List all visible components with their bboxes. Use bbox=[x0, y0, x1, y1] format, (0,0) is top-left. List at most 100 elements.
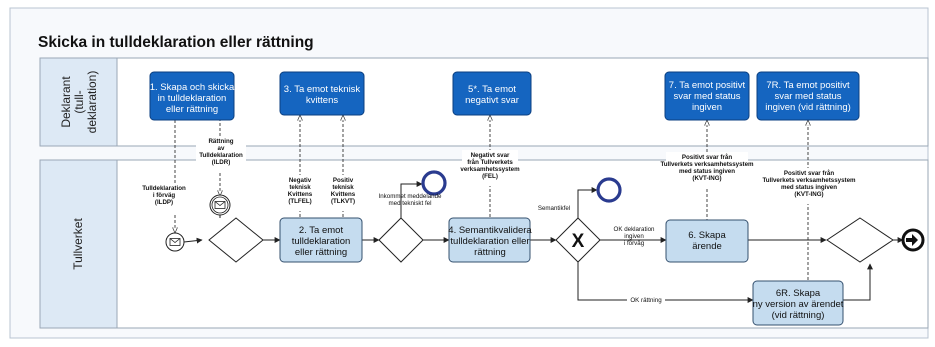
label-line: (ILDP) bbox=[155, 199, 173, 206]
task-label-line: eller rättning bbox=[295, 247, 347, 258]
sequence-flow bbox=[183, 237, 203, 244]
label-line: (TLKVT) bbox=[331, 198, 355, 205]
task-6-box[interactable] bbox=[665, 219, 749, 263]
flow-label-tekniskt-fel: Inkommet meddelande med tekniskt fel bbox=[379, 193, 443, 207]
lane-label-tullverket: Tullverket bbox=[71, 218, 85, 270]
label-line: från Tullverkets bbox=[467, 159, 513, 166]
label-line: OK deklaration bbox=[614, 226, 655, 233]
task-label-line: negativt svar bbox=[465, 95, 519, 106]
intermediate-event-ildr[interactable] bbox=[209, 194, 231, 216]
end-event-tekniskt-fel[interactable] bbox=[421, 170, 447, 196]
label-line: Inkommet meddelande bbox=[379, 193, 443, 200]
label-line: med status ingiven bbox=[781, 184, 837, 191]
label-line: Tullverkets verksamhetssystem bbox=[762, 177, 856, 184]
lane-label-line: deklaration) bbox=[85, 71, 99, 134]
label-line: Kvittens bbox=[331, 191, 356, 198]
label-line: (KVT-ING) bbox=[692, 175, 721, 182]
task-label-line: 6R. Skapa bbox=[776, 288, 821, 299]
task-7[interactable]: 7. Ta emot positivt svar med status ingi… bbox=[664, 71, 750, 121]
message-label-tlfel: Negativ teknisk Kvittens (TLFEL) bbox=[288, 177, 313, 205]
label-line: Positiv bbox=[333, 177, 354, 184]
gateway-1[interactable] bbox=[208, 217, 264, 263]
task-1-box[interactable] bbox=[149, 71, 235, 121]
task-3[interactable]: 3. Ta emot teknisk kvittens bbox=[279, 71, 365, 116]
task-7r-box[interactable] bbox=[756, 71, 860, 121]
gateway-x-symbol: X bbox=[572, 231, 585, 252]
task-7r[interactable]: 7R. Ta emot positivt svar med status ing… bbox=[756, 71, 860, 121]
task-label-line: ärende bbox=[692, 241, 722, 252]
label-line: Tulldeklaration bbox=[199, 152, 243, 159]
task-6r[interactable]: 6R. Skapa ny version av ärendet (vid rät… bbox=[752, 280, 844, 326]
task-3-box[interactable] bbox=[279, 71, 365, 116]
label-line: (FEL) bbox=[482, 173, 498, 180]
task-label-line: tulldeklaration eller bbox=[450, 236, 529, 247]
label-line: i förväg bbox=[153, 192, 176, 199]
label-line: teknisk bbox=[289, 184, 311, 191]
diagram-title: Skicka in tulldeklaration eller rättning bbox=[38, 34, 314, 51]
label-line: (TLFEL) bbox=[288, 198, 311, 205]
label-line: med tekniskt fel bbox=[389, 200, 432, 207]
task-label-line: 7. Ta emot positivt bbox=[669, 80, 746, 91]
label-line: verksamhetssystem bbox=[460, 166, 520, 173]
task-label-line: ingiven (vid rättning) bbox=[765, 102, 851, 113]
label-line: (KVT-ING) bbox=[794, 191, 823, 198]
label-bg bbox=[328, 175, 358, 211]
label-line: teknisk bbox=[332, 184, 354, 191]
task-label-line: eller rättning bbox=[166, 104, 218, 115]
end-event-final[interactable] bbox=[901, 228, 925, 252]
gateway-2[interactable] bbox=[378, 217, 424, 263]
task-label-line: 4. Semantikvalidera bbox=[448, 225, 532, 236]
message-label-kvt-ing-r: Positivt svar från Tullverkets verksamhe… bbox=[762, 170, 856, 198]
task-1[interactable]: 1. Skapa och skicka in tulldeklaration e… bbox=[149, 71, 235, 121]
task-2[interactable]: 2. Ta emot tulldeklaration eller rättnin… bbox=[279, 217, 363, 263]
sequence-flow-ok-rattning bbox=[577, 262, 754, 303]
flow-label-ok-rattning: OK rättning bbox=[630, 297, 662, 304]
sequence-flow bbox=[843, 263, 873, 301]
gateway-merge[interactable] bbox=[826, 217, 894, 263]
label-bg bbox=[627, 295, 665, 304]
label-line: i förväg bbox=[624, 240, 645, 247]
lane-label-line: Deklarant bbox=[59, 76, 73, 128]
task-label-line: ingiven bbox=[692, 102, 722, 113]
message-label-ildr: Rättning av Tulldeklaration (ILDR) bbox=[199, 138, 243, 166]
start-event-ildp[interactable] bbox=[165, 232, 185, 252]
task-label-line: 1. Skapa och skicka bbox=[150, 82, 235, 93]
task-4-box[interactable] bbox=[448, 217, 531, 263]
label-line: (ILDR) bbox=[212, 159, 231, 166]
label-bg bbox=[768, 168, 850, 204]
task-6r-box[interactable] bbox=[752, 280, 844, 326]
gateway-exclusive[interactable]: X bbox=[555, 217, 601, 263]
label-line: ingiven bbox=[624, 233, 644, 240]
task-6[interactable]: 6. Skapa ärende bbox=[665, 219, 749, 263]
label-bg bbox=[462, 150, 518, 186]
task-4[interactable]: 4. Semantikvalidera tulldeklaration elle… bbox=[448, 217, 532, 263]
sequence-flows bbox=[183, 181, 904, 303]
label-bg bbox=[144, 183, 186, 213]
task-5-box[interactable] bbox=[452, 71, 532, 116]
task-label-line: svar med status bbox=[774, 91, 841, 102]
label-line: Negativt svar bbox=[471, 152, 510, 159]
flow-label-ok-deklaration: OK deklaration ingiven i förväg bbox=[614, 226, 655, 247]
task-2-box[interactable] bbox=[279, 217, 363, 263]
message-label-fel: Negativt svar från Tullverkets verksamhe… bbox=[460, 152, 520, 180]
lane-label-deklarant: Deklarant (tull- deklaration) bbox=[59, 71, 99, 134]
task-label-line: rättning bbox=[474, 247, 506, 258]
task-5[interactable]: 5*. Ta emot negativt svar bbox=[452, 71, 532, 116]
label-line: Positivt svar från bbox=[784, 170, 834, 177]
sequence-flow-tekniskt-fel bbox=[400, 181, 423, 218]
task-label-line: svar med status bbox=[673, 91, 740, 102]
label-bg bbox=[285, 175, 315, 211]
label-bg bbox=[196, 136, 246, 172]
task-label-line: kvittens bbox=[306, 95, 338, 106]
label-line: Rättning bbox=[208, 138, 233, 145]
task-label-line: 3. Ta emot teknisk bbox=[284, 84, 361, 95]
task-label-line: 5*. Ta emot bbox=[468, 84, 516, 95]
task-label-line: (vid rättning) bbox=[772, 310, 825, 321]
label-bg bbox=[666, 152, 748, 188]
task-7-box[interactable] bbox=[664, 71, 750, 121]
task-label-line: ny version av ärendet bbox=[753, 299, 844, 310]
label-line: med status ingiven bbox=[679, 168, 735, 175]
end-event-semantikfel[interactable] bbox=[596, 177, 622, 203]
